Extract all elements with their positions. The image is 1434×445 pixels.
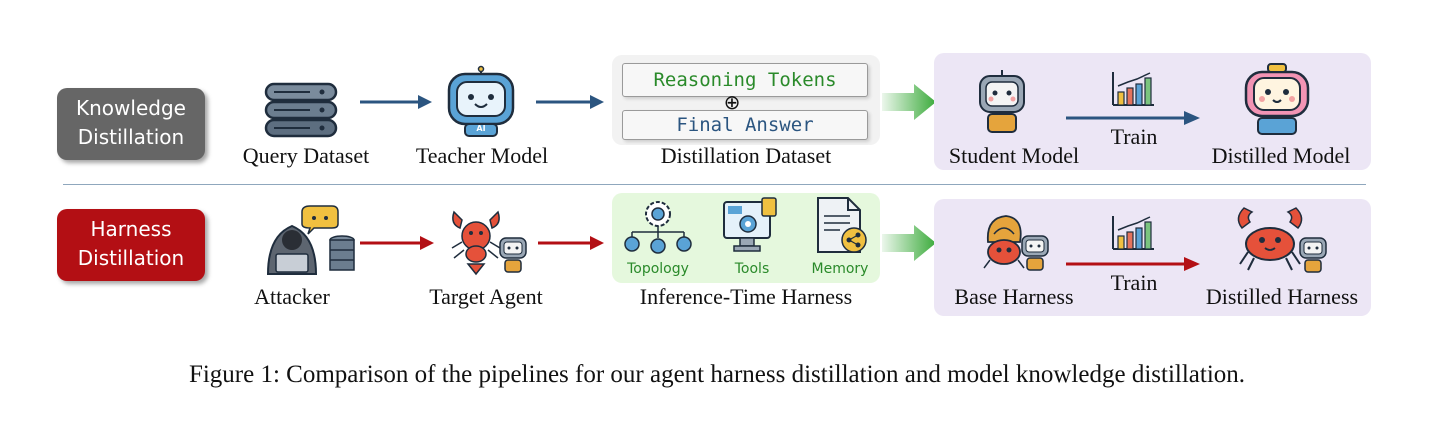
attacker-label: Attacker — [254, 284, 330, 309]
database-icon — [264, 82, 338, 138]
topology-label: Topology — [627, 261, 689, 277]
arrow-train-knowledge — [1066, 111, 1200, 125]
hermit-crab-icon — [983, 215, 1025, 269]
row-divider — [63, 184, 1366, 185]
train-label-knowledge: Train — [1110, 124, 1158, 149]
hacker-icon — [266, 205, 355, 275]
distillation-dataset-label: Distillation Dataset — [660, 143, 832, 168]
student-model-label: Student Model — [948, 143, 1080, 168]
memory-label: Memory — [811, 261, 869, 277]
teacher-model-label: Teacher Model — [415, 143, 549, 168]
crab-icon — [1237, 207, 1303, 271]
query-dataset-label: Query Dataset — [242, 143, 370, 168]
green-arrow-harness — [882, 225, 936, 261]
ai-badge: AI — [476, 124, 486, 133]
knowledge-label-line1: Knowledge — [76, 96, 186, 120]
base-harness-label: Base Harness — [954, 284, 1074, 309]
harness-distillation-label: Harness Distillation — [57, 209, 205, 281]
plus-symbol: ⊕ — [723, 90, 741, 114]
final-answer-label: Final Answer — [676, 114, 814, 136]
bar-chart-icon — [1112, 72, 1154, 106]
train-label-harness: Train — [1110, 270, 1158, 295]
arrow-train-harness — [1066, 257, 1200, 271]
teacher-robot-icon — [447, 65, 515, 137]
student-robot-icon — [979, 70, 1025, 133]
knowledge-label-line2: Distillation — [77, 125, 185, 149]
small-robot-icon — [1021, 235, 1049, 271]
topology-icon — [624, 201, 692, 254]
knowledge-distillation-label: Knowledge Distillation — [57, 88, 205, 160]
arrow-target-to-harness — [538, 236, 604, 250]
arrow-attacker-to-target — [360, 236, 434, 250]
small-robot-icon — [499, 237, 527, 273]
green-arrow-knowledge — [882, 84, 936, 120]
arrow-query-to-teacher — [360, 95, 432, 109]
harness-label-line2: Distillation — [77, 246, 185, 270]
small-robot-icon — [1299, 237, 1327, 273]
distilled-harness-label: Distilled Harness — [1205, 284, 1359, 309]
lobster-icon — [451, 210, 501, 276]
memory-document-icon — [817, 197, 867, 253]
figure-caption: Figure 1: Comparison of the pipelines fo… — [188, 361, 1246, 388]
target-agent-label: Target Agent — [429, 284, 543, 309]
bar-chart-icon — [1112, 216, 1154, 250]
arrow-teacher-to-dataset — [536, 95, 604, 109]
distilled-robot-icon — [1244, 63, 1310, 135]
reasoning-tokens-box: Reasoning Tokens — [622, 63, 868, 97]
tools-label: Tools — [734, 261, 770, 277]
harness-label-line1: Harness — [90, 217, 172, 241]
distilled-model-label: Distilled Model — [1211, 143, 1351, 168]
inference-time-harness-label: Inference-Time Harness — [639, 284, 853, 309]
final-answer-box: Final Answer — [622, 110, 868, 140]
reasoning-tokens-label: Reasoning Tokens — [653, 69, 837, 91]
tools-monitor-icon — [723, 197, 777, 252]
